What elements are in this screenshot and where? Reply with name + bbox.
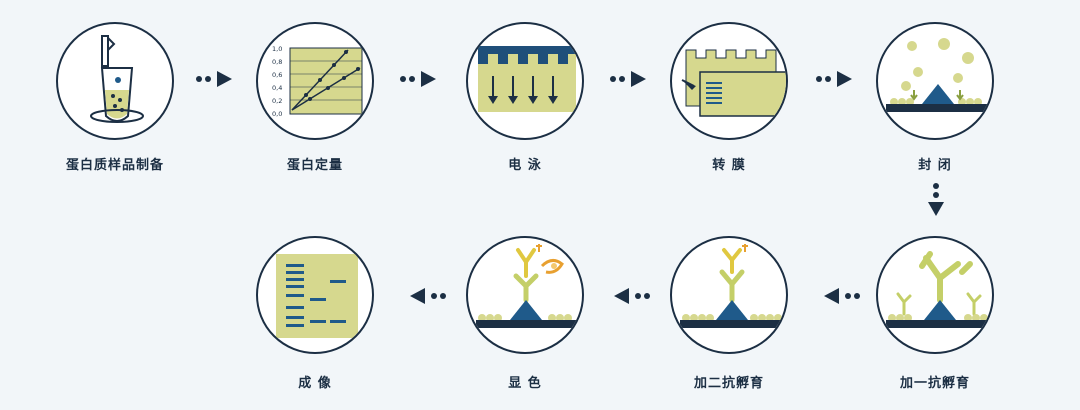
step-label-transfer: 转 膜: [712, 158, 746, 173]
step-circle-primary-antibody: [876, 236, 994, 354]
y-tick-label: 0,4: [272, 84, 282, 92]
step-label-secondary-antibody: 加二抗孵育: [693, 376, 764, 391]
y-tick-label: 0,6: [272, 71, 282, 79]
y-tick-label: 0,8: [272, 58, 282, 66]
tube-icon: [90, 35, 144, 123]
detection-icon: [476, 244, 580, 328]
left-arrow-icon: [824, 288, 860, 304]
standard-curve-chart: 1,0 0,8 0,6 0,4 0,2 0,0: [272, 45, 363, 118]
step-label-imaging: 成 像: [298, 376, 332, 391]
left-arrow-icon: [410, 288, 446, 304]
step-label-color-development: 显 色: [508, 376, 542, 391]
step-label-quantification: 蛋白定量: [286, 158, 343, 173]
step-circle-quantification: 1,0 0,8 0,6 0,4 0,2 0,0: [256, 22, 374, 140]
membrane-transfer-icon: [681, 49, 786, 117]
right-arrow-icon: [196, 71, 232, 87]
right-arrow-icon: [816, 71, 852, 87]
right-arrow-icon: [400, 71, 436, 87]
step-label-sample-prep: 蛋白质样品制备: [65, 158, 164, 173]
right-arrow-icon: [610, 71, 646, 87]
step-circle-color-development: [466, 236, 584, 354]
blot-image-icon: [276, 254, 358, 338]
step-label-electrophoresis: 电 泳: [508, 158, 542, 173]
step-circle-electrophoresis: [466, 22, 584, 140]
step-label-primary-antibody: 加一抗孵育: [899, 376, 970, 391]
down-arrow-icon: [928, 183, 944, 216]
left-arrow-icon: [614, 288, 650, 304]
secondary-antibody-icon: [680, 244, 784, 328]
blocking-icon: [886, 38, 990, 112]
step-label-blocking: 封 闭: [918, 158, 952, 173]
gel-icon: [478, 46, 576, 112]
step-circle-sample-prep: [56, 22, 174, 140]
y-tick-label: 1,0: [272, 45, 282, 53]
primary-antibody-icon: [886, 251, 990, 328]
step-circle-blocking: [876, 22, 994, 140]
step-circle-secondary-antibody: [670, 236, 788, 354]
step-circle-imaging: [256, 236, 374, 354]
y-tick-label: 0,0: [272, 110, 282, 118]
y-tick-label: 0,2: [272, 97, 282, 105]
step-circle-transfer: [670, 22, 788, 140]
